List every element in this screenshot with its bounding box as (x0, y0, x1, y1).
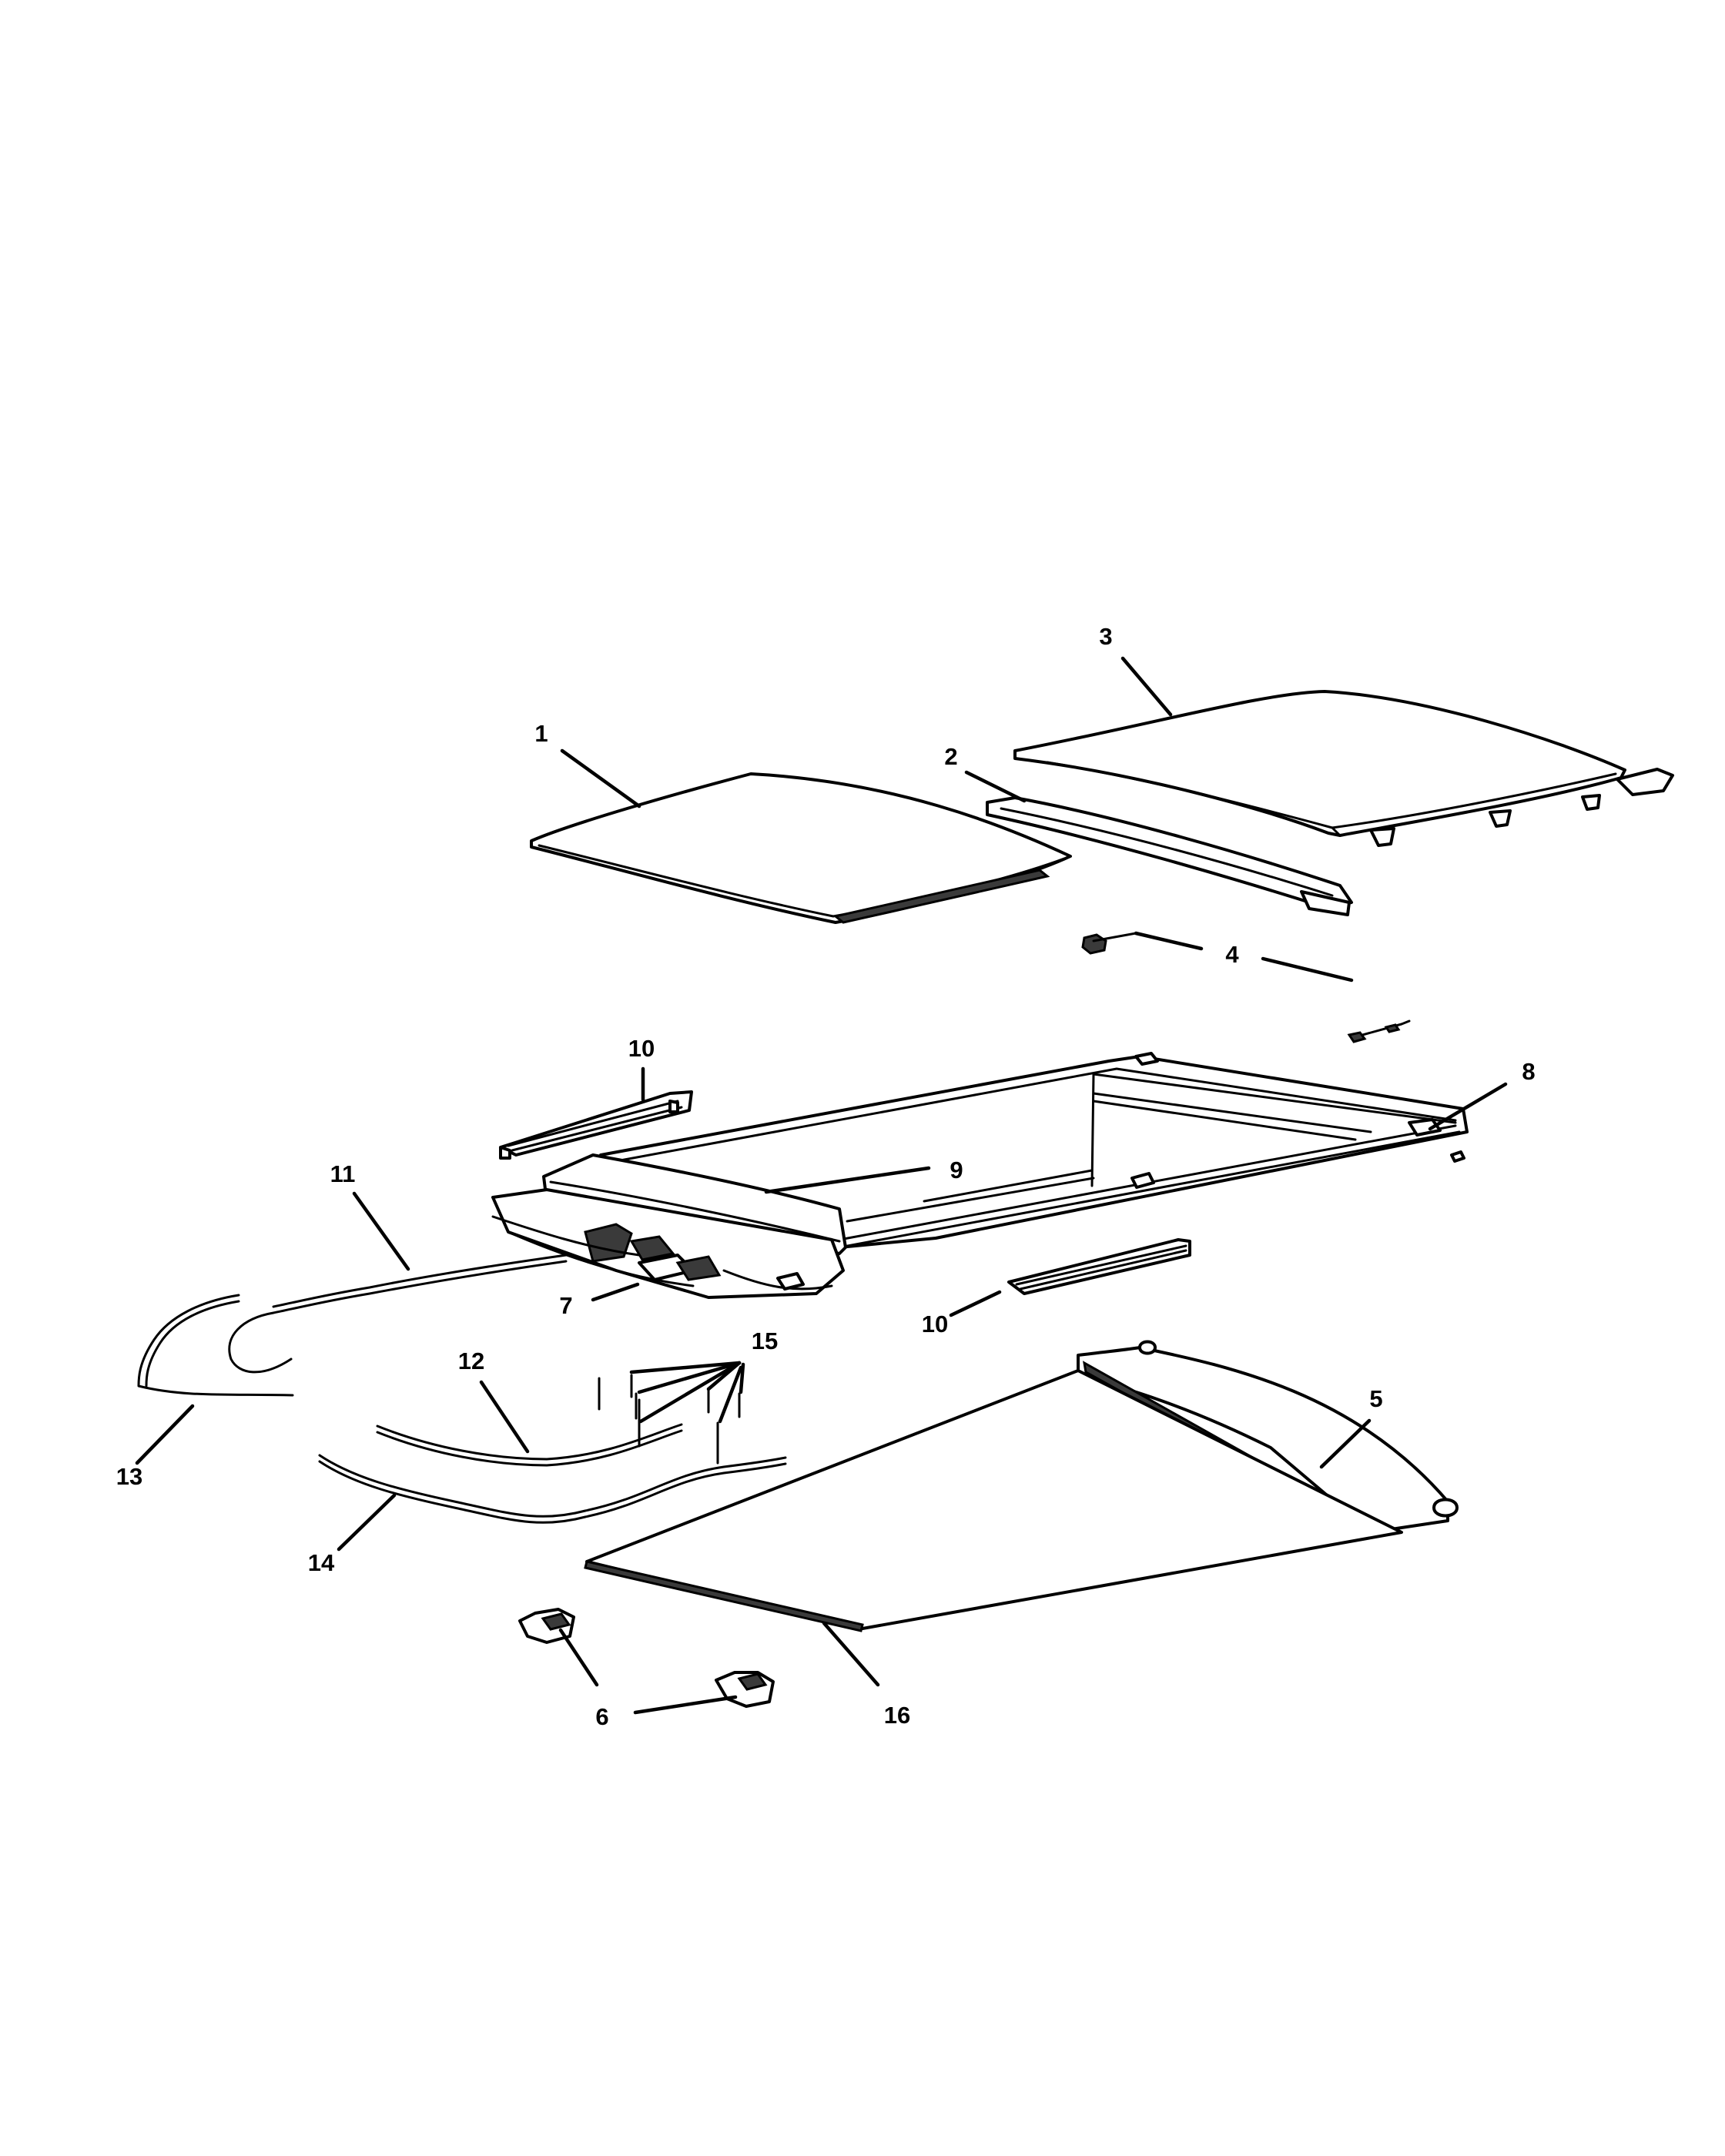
callout-9: 9 (950, 1157, 963, 1183)
leader-lines (135, 656, 1508, 1715)
leader-15e (739, 1362, 745, 1394)
leader-16 (822, 1621, 880, 1687)
leader-3 (1120, 656, 1173, 717)
drain-hose-13 (137, 1294, 294, 1397)
drain-hose-14 (318, 1454, 787, 1524)
guide-rail-right (1007, 1238, 1191, 1295)
clips (518, 1608, 775, 1708)
leader-11 (352, 1191, 410, 1271)
callout-labels: 1 2 3 4 5 6 7 8 9 10 10 11 12 13 14 15 1… (116, 623, 1536, 1730)
drain-hose-11 (228, 1254, 568, 1374)
leader-5 (1319, 1418, 1372, 1469)
callout-10-upper: 10 (628, 1035, 655, 1062)
rear-glass-panel (1013, 690, 1674, 847)
leader-1 (560, 748, 641, 808)
callout-7: 7 (559, 1292, 572, 1319)
leader-14 (337, 1493, 397, 1552)
leader-10b (949, 1290, 1002, 1317)
deflector-trim (986, 796, 1353, 916)
sunshade-fabric (584, 1369, 1403, 1632)
motor-assembly (491, 1188, 845, 1299)
leader-2 (964, 770, 1027, 803)
callout-1: 1 (534, 720, 548, 747)
leader-8 (1428, 1082, 1508, 1131)
callout-6: 6 (595, 1703, 608, 1730)
callout-4: 4 (1225, 941, 1239, 968)
callout-8: 8 (1522, 1058, 1535, 1085)
callout-14: 14 (308, 1549, 335, 1576)
leader-6b (633, 1695, 738, 1715)
callout-10-lower: 10 (922, 1311, 948, 1337)
callout-3: 3 (1099, 623, 1112, 650)
leader-15d (706, 1361, 742, 1391)
callout-15: 15 (752, 1327, 778, 1354)
callout-11: 11 (330, 1160, 356, 1187)
leader-15a (629, 1361, 742, 1374)
callout-12: 12 (458, 1348, 484, 1374)
leader-15b (637, 1361, 742, 1394)
leader-4b (1261, 956, 1354, 983)
leader-9 (764, 1166, 931, 1194)
callout-13: 13 (116, 1463, 142, 1490)
callout-16: 16 (884, 1702, 910, 1729)
drain-hose-12 (376, 1423, 683, 1467)
front-glass-panel (530, 772, 1072, 924)
callout-5: 5 (1369, 1385, 1382, 1412)
callout-2: 2 (944, 743, 957, 770)
leader-12 (479, 1380, 530, 1454)
leader-7 (591, 1282, 640, 1302)
leader-13 (135, 1404, 195, 1465)
leader-4a (1134, 931, 1204, 951)
screws (598, 1374, 741, 1465)
leader-15f (718, 1365, 743, 1424)
guide-rail-left (499, 1090, 693, 1160)
link-brackets (1081, 932, 1411, 1043)
leader-15c (638, 1361, 742, 1424)
leader-6a (558, 1628, 599, 1687)
